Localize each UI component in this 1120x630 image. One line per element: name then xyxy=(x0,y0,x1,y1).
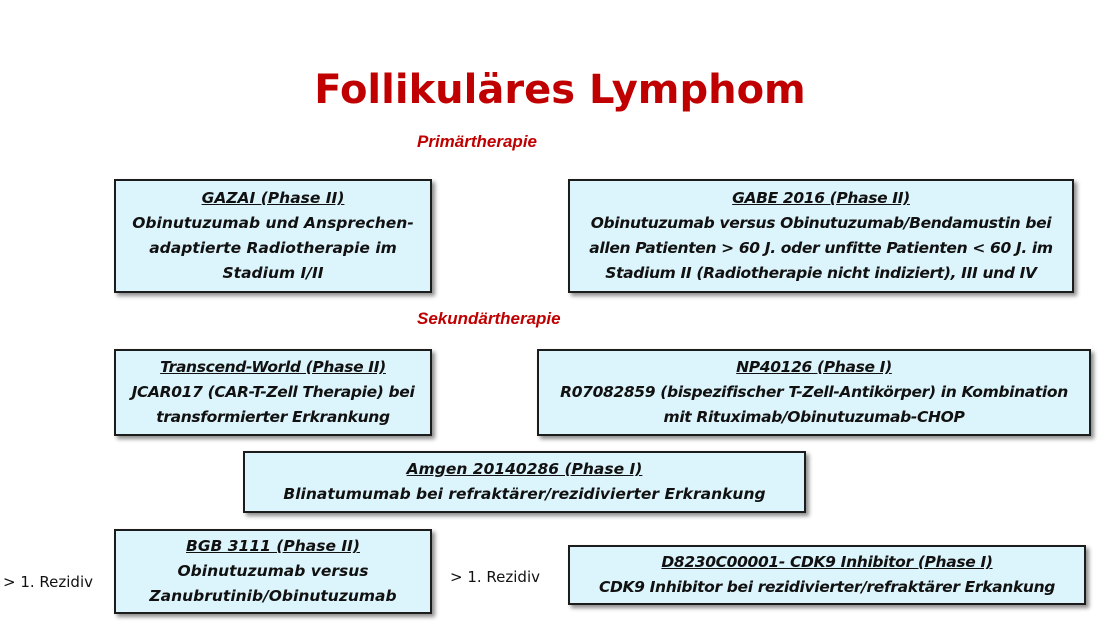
page-title: Follikuläres Lymphom xyxy=(314,67,806,113)
trial-description-line: Stadium I/II xyxy=(222,264,324,282)
trial-description-line: Obinutuzumab versus Obinutuzumab/Bendamu… xyxy=(590,214,1052,232)
trial-box-d8230c00001: D8230C00001- CDK9 Inhibitor (Phase I) CD… xyxy=(568,545,1086,605)
trial-box-gazai: GAZAI (Phase II) Obinutuzumab und Anspre… xyxy=(114,179,432,293)
trial-heading: GABE 2016 (Phase II) xyxy=(732,189,910,207)
trial-box-gabe-2016: GABE 2016 (Phase II) Obinutuzumab versus… xyxy=(568,179,1074,293)
trial-heading: Transcend-World (Phase II) xyxy=(160,358,386,376)
trial-description-line: Zanubrutinib/Obinutuzumab xyxy=(149,587,397,605)
trial-description-line: CDK9 Inhibitor bei rezidivierter/refrakt… xyxy=(598,578,1056,596)
trial-box-np40126: NP40126 (Phase I) R07082859 (bispezifisc… xyxy=(537,349,1091,436)
trial-description-line: Obinutuzumab und Ansprechen- xyxy=(132,214,414,232)
trial-description-line: Obinutuzumab versus xyxy=(177,562,369,580)
rezidiv-label-left: > 1. Rezidiv xyxy=(3,573,93,591)
trial-description-line: transformierter Erkrankung xyxy=(156,408,390,426)
trial-heading: BGB 3111 (Phase II) xyxy=(186,537,360,555)
trial-heading: D8230C00001- CDK9 Inhibitor (Phase I) xyxy=(661,553,993,571)
trial-description-line: mit Rituximab/Obinutuzumab-CHOP xyxy=(663,408,965,426)
trial-description-line: Blinatumumab bei refraktärer/rezidiviert… xyxy=(283,485,766,503)
trial-heading: GAZAI (Phase II) xyxy=(201,189,345,207)
trial-description-line: Stadium II (Radiotherapie nicht indizier… xyxy=(605,264,1037,282)
section-primary-therapy: Primärtherapie xyxy=(417,132,537,151)
trial-box-bgb-3111: BGB 3111 (Phase II) Obinutuzumab versus … xyxy=(114,529,432,614)
section-secondary-therapy: Sekundärtherapie xyxy=(417,309,561,328)
trial-description-line: JCAR017 (CAR-T-Zell Therapie) bei xyxy=(131,383,415,401)
trial-heading: Amgen 20140286 (Phase I) xyxy=(406,460,643,478)
rezidiv-label-middle: > 1. Rezidiv xyxy=(450,568,540,586)
trial-description-line: adaptierte Radiotherapie im xyxy=(149,239,397,257)
trial-box-amgen-20140286: Amgen 20140286 (Phase I) Blinatumumab be… xyxy=(243,451,806,513)
trial-heading: NP40126 (Phase I) xyxy=(736,358,892,376)
trial-description-line: R07082859 (bispezifischer T-Zell-Antikör… xyxy=(560,383,1068,401)
trial-description-line: allen Patienten > 60 J. oder unfitte Pat… xyxy=(589,239,1053,257)
trial-box-transcend-world: Transcend-World (Phase II) JCAR017 (CAR-… xyxy=(114,349,432,436)
